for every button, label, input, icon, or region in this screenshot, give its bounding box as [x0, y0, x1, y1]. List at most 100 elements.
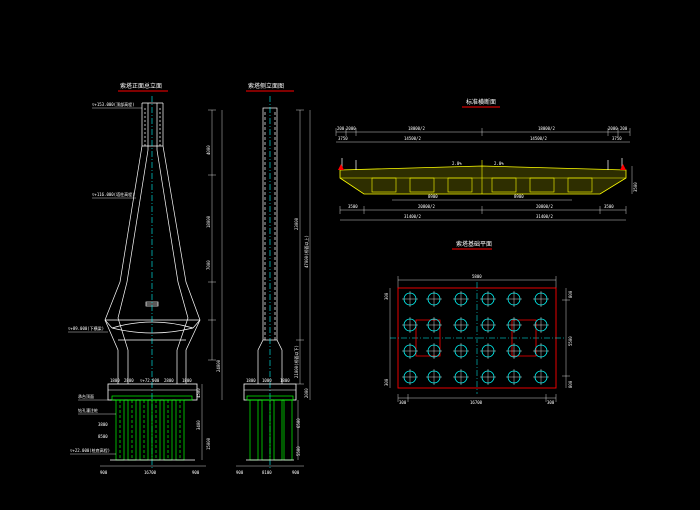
plan-dim-right-2: 5500: [568, 336, 573, 346]
side-piles: [246, 395, 294, 461]
foundation-plan-view: 索塔基础平面 5800 300 16700 300 800 5500 800: [384, 240, 573, 405]
side-cap-dim-2: 1000: [262, 378, 272, 383]
side-pile-dim-1: 6500: [296, 418, 301, 428]
side-cap-dim-3: 1800: [280, 378, 290, 383]
front-view-title: 索塔正面总立面: [120, 82, 162, 90]
section-top-dim-4: 18000/2: [538, 126, 555, 131]
section-sub-dim-2: 14500/2: [404, 136, 421, 141]
plan-pile: [480, 291, 496, 307]
front-pile-dim-2: 3400: [196, 420, 201, 430]
section-inner-dim-1: 8900: [428, 194, 438, 199]
cross-section-view: 标准横断面 200 2000 18000/2 18000/2 2000 200 …: [335, 98, 638, 221]
section-overall-dim-2: 31400/2: [536, 214, 553, 219]
front-label-cap: 承台顶面: [78, 393, 94, 399]
front-dims-right: [208, 109, 223, 400]
plan-dim-right-3: 800: [568, 380, 573, 388]
front-bottom-dim-1: 900: [100, 470, 108, 475]
plan-pile: [453, 291, 469, 307]
section-top-dim-1: 200: [337, 126, 345, 131]
section-top-dim-6: 200: [620, 126, 628, 131]
section-sub-dim-4: 3750: [612, 136, 622, 141]
front-left-dim-2: 3800: [98, 422, 108, 427]
front-dim-right-1: 4000: [206, 145, 211, 155]
front-bottom-dim-2: 16700: [144, 470, 157, 475]
front-cap-dim-2: 2800: [124, 378, 134, 383]
plan-pile: [506, 343, 522, 359]
plan-pile: [480, 343, 496, 359]
side-dim-right-2: 47000(桥面以上): [303, 235, 309, 268]
section-bottom-dim-4: 3500: [604, 204, 614, 209]
side-bottom-dim-3: 900: [292, 470, 300, 475]
section-top-dim-3: 18000/2: [408, 126, 425, 131]
plan-dim-left-2: 300: [384, 378, 389, 386]
front-elevation-view: 索塔正面总立面: [68, 82, 223, 475]
front-dim-right-3: 7000: [206, 260, 211, 270]
front-cap-dim-1: 1800: [110, 378, 120, 383]
plan-tower-footprints: [415, 319, 537, 357]
section-bottom-dim-3: 20800/2: [536, 204, 553, 209]
side-dims-right: [296, 109, 311, 400]
side-dim-right-4: 2000: [304, 388, 309, 398]
plan-pile: [506, 317, 522, 333]
plan-pile: [506, 369, 522, 385]
side-elevation-view: 索塔侧立面图 23000 47000(桥面以上): [236, 82, 311, 475]
section-girder-webs: [340, 160, 626, 194]
plan-pile: [426, 369, 442, 385]
section-sub-dim-3: 14500/2: [530, 136, 547, 141]
plan-dim-bottom-1: 300: [399, 400, 407, 405]
section-view-title: 标准横断面: [466, 98, 496, 106]
plan-piles: [402, 291, 549, 385]
front-label-pile: 钻孔灌注桩: [78, 407, 98, 413]
front-cap-dim-4: 1800: [182, 378, 192, 383]
plan-pile: [453, 343, 469, 359]
plan-pile: [480, 317, 496, 333]
plan-pile: [533, 317, 549, 333]
plan-dim-top: 5800: [472, 274, 482, 279]
plan-pile: [402, 291, 418, 307]
section-top-dim-2: 2000: [346, 126, 356, 131]
section-inner-dim-2: 8900: [514, 194, 524, 199]
section-sub-dim-1: 3750: [338, 136, 348, 141]
plan-pile: [533, 369, 549, 385]
plan-dim-bottom-2: 16700: [470, 400, 483, 405]
front-pile-cap: [107, 383, 198, 401]
section-overall-dim-1: 31400/2: [404, 214, 421, 219]
plan-pile: [506, 291, 522, 307]
section-bottom-dim-1: 3500: [348, 204, 358, 209]
side-bottom-dim-2: 8100: [262, 470, 272, 475]
side-view-title: 索塔侧立面图: [248, 82, 284, 90]
plan-pile: [402, 369, 418, 385]
front-label-mid-elev: ▽+116.000(塔柱高程): [92, 191, 135, 197]
front-tower-outline: [104, 102, 201, 384]
plan-view-title: 索塔基础平面: [456, 240, 492, 248]
plan-pile: [453, 317, 469, 333]
front-left-dim-1: 8500: [98, 434, 108, 439]
section-right-height: 3500: [633, 182, 638, 192]
front-piles: [110, 395, 195, 461]
front-bottom-dim-3: 900: [192, 470, 200, 475]
section-bottom-dim-2: 20800/2: [418, 204, 435, 209]
plan-pile: [426, 317, 442, 333]
front-label-top-elev: ▽+153.000(顶部高程): [92, 101, 135, 107]
section-top-dims: [335, 128, 631, 143]
section-bottom-dims: [339, 206, 627, 221]
section-anchors: [338, 164, 626, 170]
plan-pile: [402, 343, 418, 359]
front-pile-dim-3: 15000: [206, 437, 211, 450]
section-deck-note-right: 2.0%: [494, 161, 504, 166]
front-label-bottom-elev: ▽+22.000(桩底高程): [70, 447, 110, 453]
plan-dim-bottom-3: 300: [547, 400, 555, 405]
plan-dim-left-1: 300: [384, 292, 389, 300]
plan-pile: [402, 317, 418, 333]
front-elevation-labels: ▽+153.000(顶部高程) ▽+116.000(塔柱高程) ▽+89.000…: [68, 101, 160, 455]
side-dim-right-3: 21000(桥面以下): [293, 345, 299, 378]
plan-dim-right-1: 800: [568, 290, 573, 298]
front-dim-right-2: 18000: [206, 215, 211, 228]
section-top-dim-5: 2000: [608, 126, 618, 131]
plan-pile: [533, 291, 549, 307]
plan-pile: [426, 343, 442, 359]
side-dim-right-1: 23000: [294, 217, 299, 230]
front-cap-dim-3: 2800: [164, 378, 174, 383]
side-bottom-dim-1: 900: [236, 470, 244, 475]
